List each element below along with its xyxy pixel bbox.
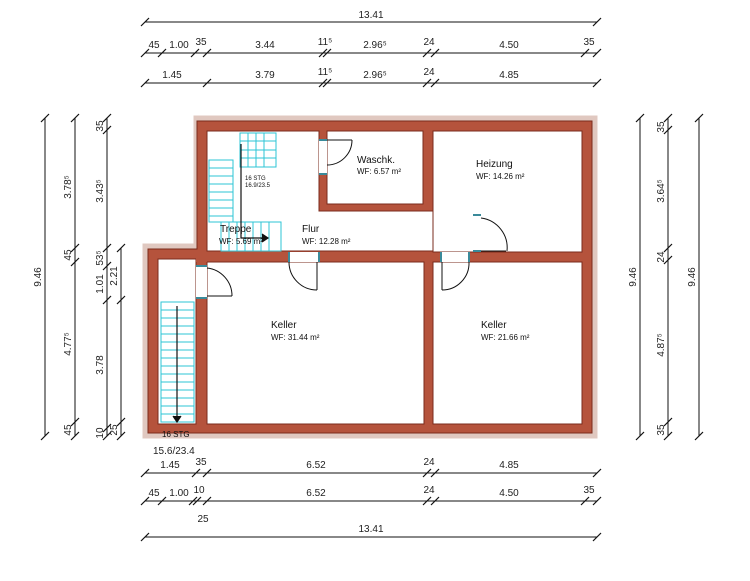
left-dimensions: 9.46 3.78⁵ 45 4.77⁵ 45 35 3.43⁵ 53⁵ 1.01… (33, 113, 126, 441)
room-heizung-area: WF: 14.26 m² (476, 172, 525, 181)
bottom-r2-d6: 35 (583, 485, 595, 496)
top-r1-d4: 11⁵ (318, 37, 333, 48)
bottom-r1-d3: 24 (423, 457, 435, 468)
doors (196, 139, 508, 299)
right-dimensions: 9.46 35 3.64⁵ 24 4.87⁵ 35 9.46 (628, 113, 704, 441)
top-r1-d6: 24 (423, 37, 435, 48)
room-flur-area: WF: 12.28 m² (302, 237, 351, 246)
top-dimensions: 13.41 45 1.00 35 3.44 11⁵ 2.96⁵ 24 4.50 … (140, 10, 602, 88)
left-c2-d3: 1.01 (95, 274, 106, 294)
bottom-r2-d4: 24 (423, 485, 435, 496)
right-c1-d1: 3.64⁵ (656, 179, 667, 203)
top-r2-d0: 1.45 (162, 70, 182, 81)
left-overall-dim: 9.46 (33, 267, 44, 287)
bottom-r2-d2: 10 (193, 485, 205, 496)
lower-stair-label2: 15.6/23.4 (153, 446, 195, 457)
upper-stair-label2: 16.9/23.5 (245, 183, 271, 189)
bottom-r1-d4: 4.85 (499, 460, 519, 471)
right-overall-dim: 9.46 (687, 267, 698, 287)
left-c3-d1: 25 (109, 424, 120, 436)
left-c2-d0: 35 (95, 120, 106, 132)
top-r1-d3: 3.44 (255, 40, 275, 51)
room-waschk-name: Waschk. (357, 155, 395, 166)
bottom-dimensions: 1.45 35 6.52 24 4.85 45 1.00 10 6.52 24 … (140, 457, 602, 542)
left-c2-d5: 10 (95, 427, 106, 439)
top-r1-d1: 1.00 (169, 40, 189, 51)
top-r1-d8: 35 (583, 37, 595, 48)
bottom-r1-d1: 35 (195, 457, 207, 468)
left-c2-d2: 53⁵ (95, 250, 106, 265)
top-overall-dim: 13.41 (358, 10, 383, 21)
bottom-overall-dim: 13.41 (358, 524, 383, 535)
top-r1-d5: 2.96⁵ (363, 40, 387, 51)
right-c1-d0: 35 (656, 121, 667, 133)
room-keller2-name: Keller (481, 320, 507, 331)
left-c1-d1: 45 (63, 249, 74, 261)
room-treppe-name: Treppe (220, 224, 252, 235)
bottom-r1-d2: 6.52 (306, 460, 326, 471)
left-c2-d1: 3.43⁵ (95, 179, 106, 203)
lower-stair-arrow (172, 306, 182, 424)
bottom-r2-d3: 6.52 (306, 488, 326, 499)
upper-stair-label1: 16 STG (245, 176, 266, 182)
room-keller1-area: WF: 31.44 m² (271, 333, 320, 342)
room-heizung-name: Heizung (476, 159, 513, 170)
room-labels: Waschk. WF: 6.57 m² Heizung WF: 14.26 m²… (219, 155, 530, 342)
top-r1-d2: 35 (195, 37, 207, 48)
top-r2-d3: 2.96⁵ (363, 70, 387, 81)
left-c1-d3: 45 (63, 424, 74, 436)
top-r2-d1: 3.79 (255, 70, 275, 81)
walls (142, 115, 598, 439)
room-treppe-area: WF: 5.69 m² (219, 237, 263, 246)
bottom-r2-d5: 4.50 (499, 488, 519, 499)
upper-stairs (208, 132, 282, 252)
top-r2-d2: 11⁵ (318, 67, 333, 78)
right-c1-d4: 35 (656, 424, 667, 436)
top-r1-d0: 45 (148, 40, 160, 51)
room-flur-name: Flur (302, 224, 320, 235)
left-c1-d0: 3.78⁵ (63, 175, 74, 199)
top-r2-d4: 24 (423, 67, 435, 78)
left-c1-d2: 4.77⁵ (63, 332, 74, 356)
top-r2-d5: 4.85 (499, 70, 519, 81)
bottom-extra-dim: 25 (197, 514, 209, 525)
left-c2-d4: 3.78 (95, 355, 106, 375)
room-waschk-area: WF: 6.57 m² (357, 167, 401, 176)
room-keller1-name: Keller (271, 320, 297, 331)
bottom-r2-d0: 45 (148, 488, 160, 499)
upper-stair-arrow (240, 144, 270, 243)
bottom-r2-d1: 1.00 (169, 488, 189, 499)
right-c1-d5: 9.46 (628, 267, 639, 287)
lower-stair-label1: 16 STG (162, 430, 190, 439)
right-c1-d2: 24 (656, 251, 667, 263)
top-r1-d7: 4.50 (499, 40, 519, 51)
right-c1-d3: 4.87⁵ (656, 333, 667, 357)
left-c3-d0: 2.21 (109, 266, 120, 286)
room-keller2-area: WF: 21.66 m² (481, 333, 530, 342)
bottom-r1-d0: 1.45 (160, 460, 180, 471)
